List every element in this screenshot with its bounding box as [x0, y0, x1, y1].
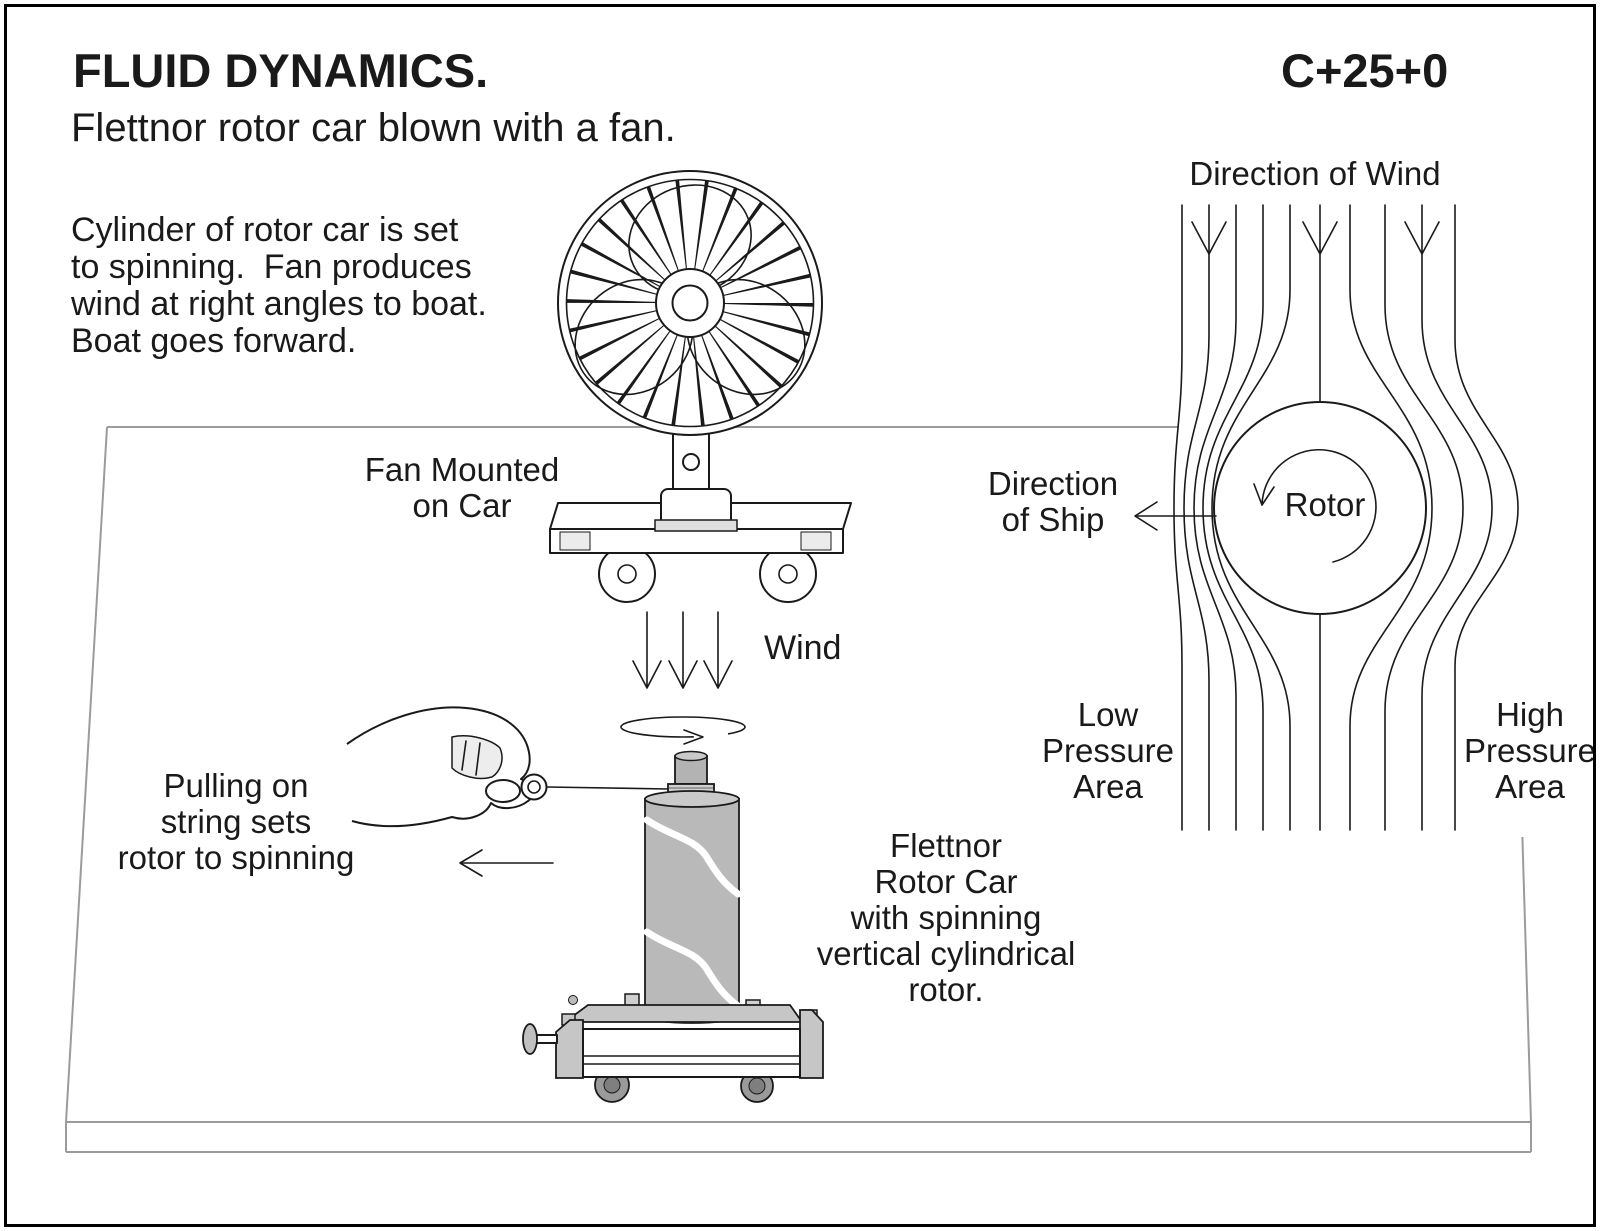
streamlines-right [1349, 204, 1519, 831]
fan-car-wheel [759, 545, 817, 603]
pulling-string-label: Pulling on string sets rotor to spinning [117, 767, 355, 876]
ship-direction-label: Direction of Ship [987, 465, 1119, 538]
page-subtitle: Flettnor rotor car blown with a fan. [71, 106, 676, 150]
high-pressure-label: High Pressure Area [1463, 696, 1597, 805]
fan-icon [557, 170, 823, 436]
rotor-car [346, 706, 824, 1103]
cylinder-spin-arrow-icon [620, 716, 746, 745]
low-pressure-label: Low Pressure Area [1041, 696, 1175, 805]
rotor-label: Rotor [1284, 486, 1366, 523]
fan-car-label: Fan Mounted on Car [364, 451, 560, 524]
ship-direction-arrow-icon [1134, 501, 1217, 531]
pull-direction-arrow-icon [459, 849, 554, 877]
string-ring-icon [520, 773, 548, 801]
wind-direction-label: Direction of Wind [1189, 155, 1441, 192]
cart-crank-knob [522, 1023, 538, 1055]
wind-flow-arrowheads [1191, 221, 1440, 255]
rotor-car-label: Flettnor Rotor Car with spinning vertica… [816, 827, 1076, 1008]
fan-car-wheel [598, 545, 656, 603]
catalog-code: C+25+0 [1281, 44, 1449, 97]
rotor-circle [1213, 401, 1427, 615]
page-title: FLUID DYNAMICS. [73, 44, 489, 97]
fan-grille-spokes [567, 180, 813, 426]
streamlines-left [1173, 204, 1291, 831]
wind-arrows-icon [632, 611, 733, 689]
hand-icon [346, 706, 534, 828]
wind-label: Wind [764, 629, 842, 667]
string [546, 786, 670, 790]
fan-car [549, 431, 852, 603]
intro-text: Cylinder of rotor car is set to spinning… [71, 211, 487, 360]
rotor-spin-arrow-icon [1253, 448, 1377, 563]
fan-car-platform-front [549, 528, 844, 554]
streamline-diagram [1134, 195, 1551, 837]
fan-inner-rim [565, 178, 815, 428]
rotor-cart-base [522, 993, 824, 1103]
rotor-cylinder [643, 790, 742, 1024]
